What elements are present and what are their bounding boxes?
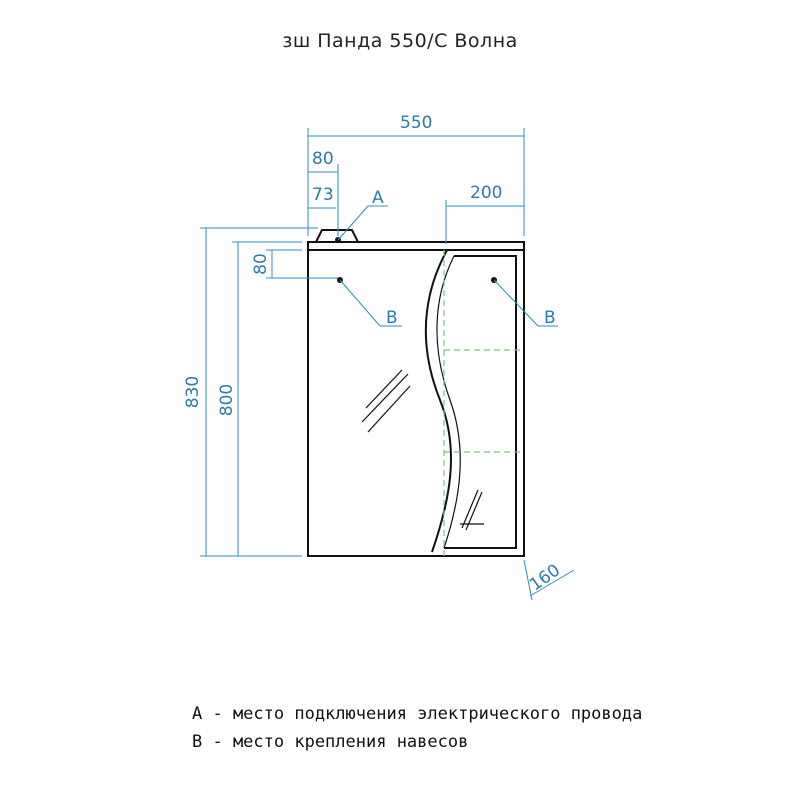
dimension-lines [200,128,575,601]
callout-a: A [372,188,384,208]
dim-overall-width: 550 [400,113,432,133]
dim-offset-80: 80 [312,149,334,169]
mirror-glint-2 [361,373,409,423]
dim-height-80: 80 [251,253,271,275]
legend-line-a: A - место подключения электрического про… [192,704,643,724]
right-door-frame [444,255,517,549]
handle-line-1 [461,489,479,529]
dim-total-height: 830 [183,376,203,408]
callout-b-left: B [386,308,398,328]
lamp-housing [315,229,359,243]
callouts [335,205,558,327]
dim-depth: 160 [526,560,564,595]
mirror-glint-1 [365,369,403,409]
wave-door-outer [424,249,453,553]
callout-b-right: B [544,308,556,328]
cabinet-bottom [308,250,525,557]
mirror-glint-3 [367,385,411,433]
legend-line-b: B - место крепления навесов [192,732,469,752]
dim-right-section: 200 [470,183,502,203]
dim-offset-73: 73 [312,185,334,205]
cabinet-outline [307,229,525,557]
hidden-shelves [443,250,524,556]
cabinet-top-crown [307,241,525,251]
wave-door-inner [436,255,461,549]
drawing-title: зш Панда 550/С Волна [282,30,518,52]
dim-body-height: 800 [217,384,237,416]
